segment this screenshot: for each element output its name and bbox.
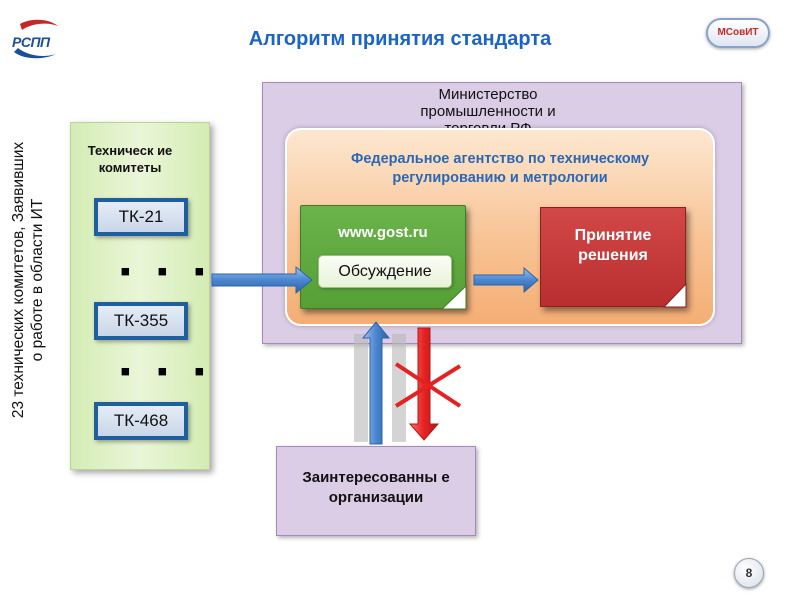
interested-organizations-label: Заинтересованны е организации — [302, 469, 450, 506]
arrow-organizations-to-agency — [361, 321, 391, 445]
msovit-logo-text: МСовИТ — [717, 27, 759, 38]
decision-label: Принятие решения — [574, 227, 652, 264]
rspp-logo-text: РСПП — [12, 34, 50, 50]
arrow-committees-to-portal — [211, 265, 313, 295]
arrow-shadow — [392, 334, 406, 442]
blocked-cross-icon — [394, 362, 462, 408]
committee-tk-468: ТК-468 — [94, 402, 188, 440]
committees-ellipsis: ▪ ▪ ▪ — [120, 255, 214, 288]
agency-label: Федеральное агентство по техническому ре… — [350, 151, 650, 186]
agency-label-wrapper: Федеральное агентство по техническому ре… — [330, 150, 670, 207]
gost-portal-title: www.gost.ru — [338, 224, 428, 241]
technical-committees-title: Техническ ие комитеты — [87, 143, 173, 175]
page-number: 8 — [734, 558, 764, 588]
rspp-logo: РСПП — [8, 18, 66, 62]
msovit-logo: МСовИТ — [706, 18, 770, 48]
committee-tk-21: ТК-21 — [94, 198, 188, 236]
committee-tk-355: ТК-355 — [94, 302, 188, 340]
rspp-emblem-icon — [14, 19, 58, 59]
arrow-portal-to-decision — [473, 266, 539, 294]
page-title: Алгоритм принятия стандарта — [248, 28, 552, 50]
discussion-stage: Обсуждение — [318, 255, 452, 288]
committees-ellipsis: ▪ ▪ ▪ — [120, 355, 214, 388]
decision-block — [540, 207, 686, 307]
interested-organizations-block — [276, 446, 476, 536]
arrow-shadow — [354, 334, 368, 442]
